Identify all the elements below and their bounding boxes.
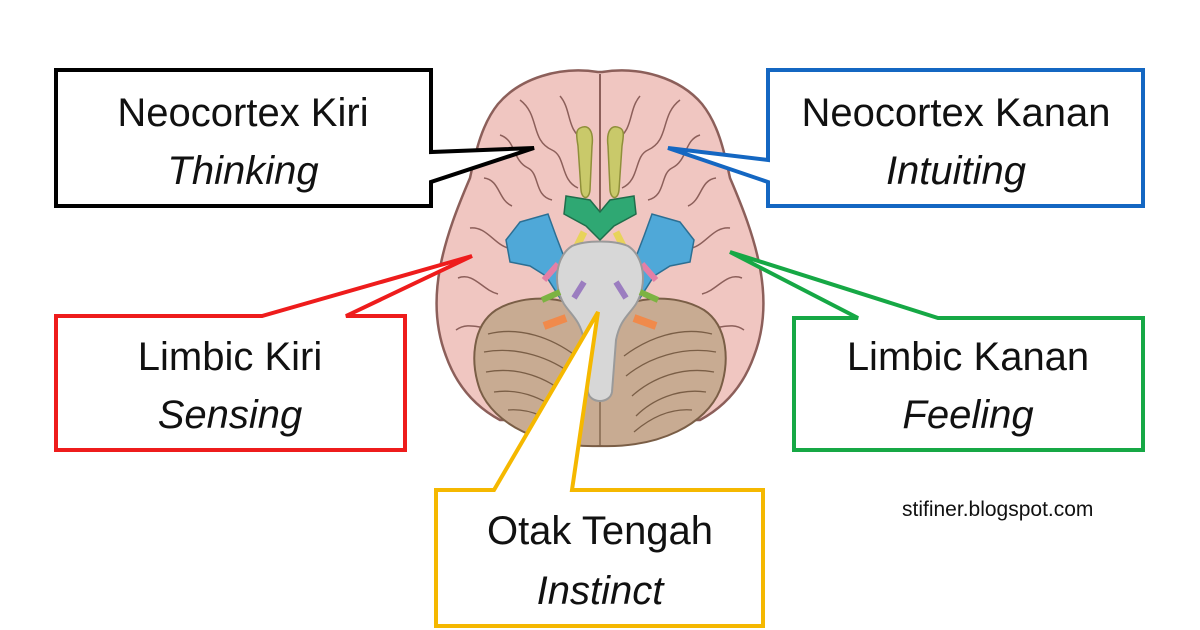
nerve-left-green	[540, 289, 562, 303]
midbrain-subtitle: Instinct	[537, 569, 666, 613]
callout-neocortex-left: Neocortex Kiri Thinking	[54, 68, 535, 208]
brain-illustration	[435, 69, 765, 448]
mammillary-right	[613, 280, 629, 300]
blog-credit: stifiner.blogspot.com	[902, 498, 1094, 521]
limbic-left-title: Limbic Kiri	[138, 335, 322, 379]
neocortex-right-subtitle: Intuiting	[886, 149, 1026, 193]
limbic-right-title: Limbic Kanan	[847, 335, 1089, 379]
callout-neocortex-right-outline	[667, 68, 1145, 208]
midbrain-title: Otak Tengah	[487, 509, 713, 553]
brainstem	[556, 240, 644, 402]
mammillary-left	[571, 280, 587, 300]
neocortex-left-title: Neocortex Kiri	[117, 91, 368, 135]
callout-limbic-left-outline	[54, 254, 473, 452]
nerve-left-pink	[541, 262, 561, 282]
nerve-right-orange	[632, 314, 658, 330]
callout-midbrain: Otak Tengah Instinct	[434, 310, 765, 628]
callout-limbic-left: Limbic Kiri Sensing	[54, 254, 473, 452]
neocortex-right-title: Neocortex Kanan	[801, 91, 1110, 135]
nerve-right-pink	[639, 262, 659, 282]
limbic-left-subtitle: Sensing	[158, 393, 303, 437]
nerve-left-orange	[542, 314, 568, 330]
limbic-right-subtitle: Feeling	[902, 393, 1033, 437]
callout-neocortex-right: Neocortex Kanan Intuiting	[667, 68, 1145, 208]
olfactory-bulb-right	[606, 126, 625, 199]
callout-limbic-right-outline	[729, 250, 1145, 452]
callout-neocortex-left-outline	[54, 68, 535, 208]
nerve-right-green	[638, 289, 660, 303]
callout-midbrain-outline	[434, 310, 765, 628]
olfactory-bulb-left	[575, 126, 594, 199]
optic-chiasm	[563, 195, 637, 242]
neocortex-left-subtitle: Thinking	[167, 149, 318, 193]
callout-limbic-right: Limbic Kanan Feeling	[729, 250, 1145, 452]
